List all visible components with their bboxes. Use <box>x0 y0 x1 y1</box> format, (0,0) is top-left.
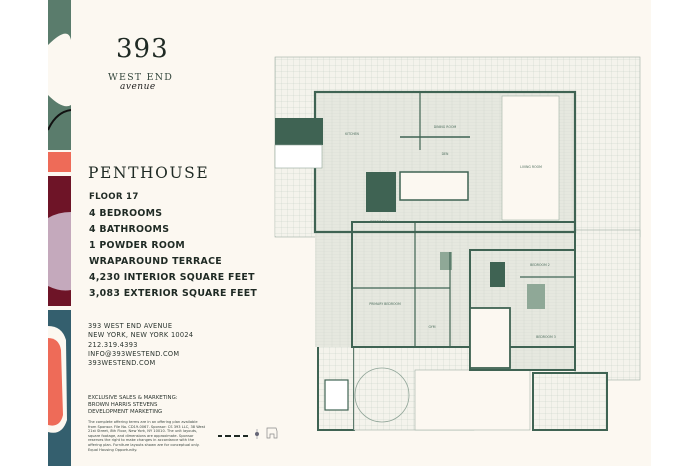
room-label-dining: DINING ROOM <box>434 125 457 129</box>
feature-interior-sqft: 4,230 INTERIOR SQUARE FEET <box>89 272 255 283</box>
key-plan-icon <box>266 427 278 439</box>
logo-street: WEST END <box>108 72 174 83</box>
room-label-den: DEN <box>442 152 449 156</box>
feature-floor: FLOOR 17 <box>89 192 139 202</box>
room-label-bedroom-2: BEDROOM 2 <box>530 263 550 267</box>
room-label-kitchen: KITCHEN <box>345 132 359 136</box>
room-label-gym: GYM <box>428 325 435 329</box>
logo-number: 393 <box>116 34 169 64</box>
contact-block: 393 WEST END AVENUE NEW YORK, NEW YORK 1… <box>88 322 193 368</box>
room-label-living: LIVING ROOM <box>520 165 542 169</box>
logo-avenue: avenue <box>120 82 156 92</box>
sales-division: DEVELOPMENT MARKETING <box>88 409 163 416</box>
feature-exterior-sqft: 3,083 EXTERIOR SQUARE FEET <box>89 288 258 299</box>
sales-block: EXCLUSIVE SALES & MARKETING: BROWN HARRI… <box>88 395 178 417</box>
room-label-primary-bedroom: PRIMARY BEDROOM <box>369 302 401 306</box>
feature-bedrooms: 4 BEDROOMS <box>89 208 163 219</box>
room-label-bedroom-3: BEDROOM 3 <box>536 335 556 339</box>
feature-bathrooms: 4 BATHROOMS <box>89 224 170 235</box>
unit-title: PENTHOUSE <box>88 164 210 182</box>
room-label-bedroom-4: BEDROOM 4 <box>370 220 390 224</box>
sales-company: BROWN HARRIS STEVENS <box>88 402 158 409</box>
north-compass-icon <box>255 429 259 439</box>
feature-powder-room: 1 POWDER ROOM <box>89 240 186 251</box>
interior <box>274 90 577 411</box>
email-link[interactable]: INFO@393WESTEND.COM <box>88 349 180 358</box>
sales-heading: EXCLUSIVE SALES & MARKETING: <box>88 395 178 401</box>
website-link[interactable]: 393WESTEND.COM <box>88 359 156 368</box>
phone[interactable]: 212.319.4393 <box>88 340 138 349</box>
address-line-1: 393 WEST END AVENUE <box>88 322 173 330</box>
address-line-2: NEW YORK, NEW YORK 10024 <box>88 331 194 340</box>
feature-terrace: WRAPAROUND TERRACE <box>89 256 222 267</box>
legal-disclaimer: The complete offering terms are in an of… <box>88 420 206 452</box>
scale-bar <box>218 435 248 437</box>
decorative-art-strip <box>48 0 71 466</box>
